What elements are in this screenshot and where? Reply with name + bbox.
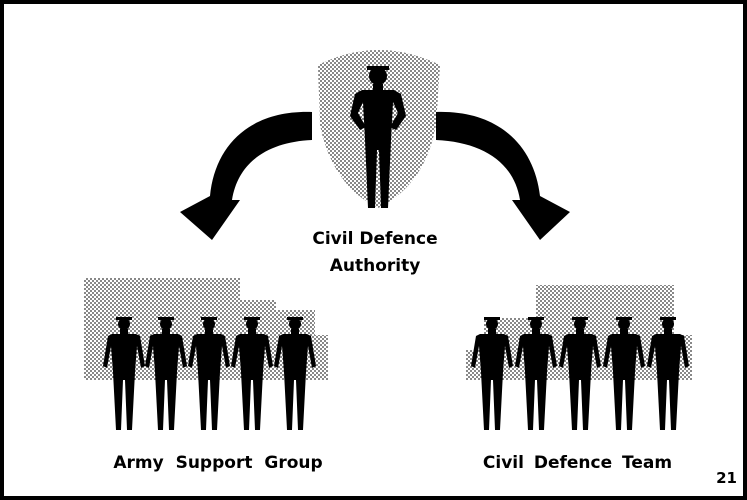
arrow-left-icon (180, 111, 312, 240)
authority-figure-icon (350, 66, 406, 208)
page-number: 21 (716, 469, 737, 487)
authority-label-line2: Authority (329, 256, 421, 276)
authority-label-line1: Civil Defence (312, 229, 438, 249)
arrow-right-icon (436, 111, 570, 240)
team-label: Civil Defence Team (482, 453, 673, 473)
army-group-label: Army Support Group (113, 453, 323, 473)
authority-label: Civil Defence Authority (270, 226, 480, 280)
